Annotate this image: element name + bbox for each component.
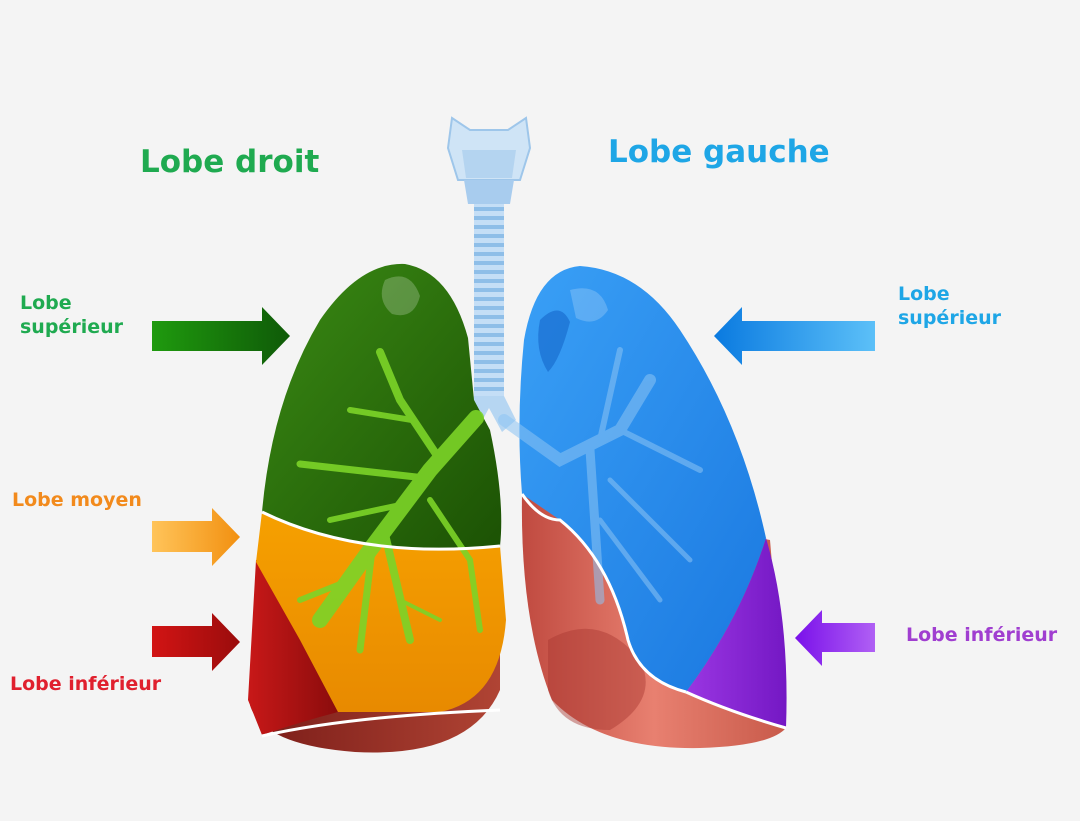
right-upper-lobe [262, 263, 502, 550]
arrow-left-icon [714, 307, 875, 365]
right-lung [248, 263, 506, 753]
right-lower-lobe [248, 560, 338, 735]
left-upper-lobe-label-line2: supérieur [898, 306, 1001, 329]
right-upper-lobe-label-line1: Lobe [20, 292, 72, 314]
right-upper-lobe-label: Lobe supérieur [20, 292, 123, 340]
arrow-right-icon [152, 613, 240, 671]
right-middle-lobe [256, 512, 506, 712]
left-upper-lobe-label: Lobe supérieur [898, 283, 1001, 331]
right-upper-lobe-label-line2: supérieur [20, 315, 123, 338]
arrow-right-icon [152, 307, 290, 365]
left-bronchial-tree [498, 347, 703, 605]
left-lobe-title: Lobe gauche [608, 134, 830, 170]
right-middle-lobe-label: Lobe moyen [12, 489, 142, 511]
right-lower-lobe-label: Lobe inférieur [10, 673, 162, 695]
right-bronchial-tree [296, 348, 484, 654]
arrow-left-icon [795, 610, 875, 666]
left-upper-lobe [519, 266, 766, 692]
left-lung [498, 266, 787, 749]
arrow-right-icon [152, 508, 240, 566]
left-lower-lobe-label: Lobe inférieur [906, 624, 1058, 646]
left-upper-lobe-label-line1: Lobe [898, 283, 950, 305]
right-lobe-title: Lobe droit [140, 144, 320, 180]
left-lower-lobe [686, 538, 787, 728]
